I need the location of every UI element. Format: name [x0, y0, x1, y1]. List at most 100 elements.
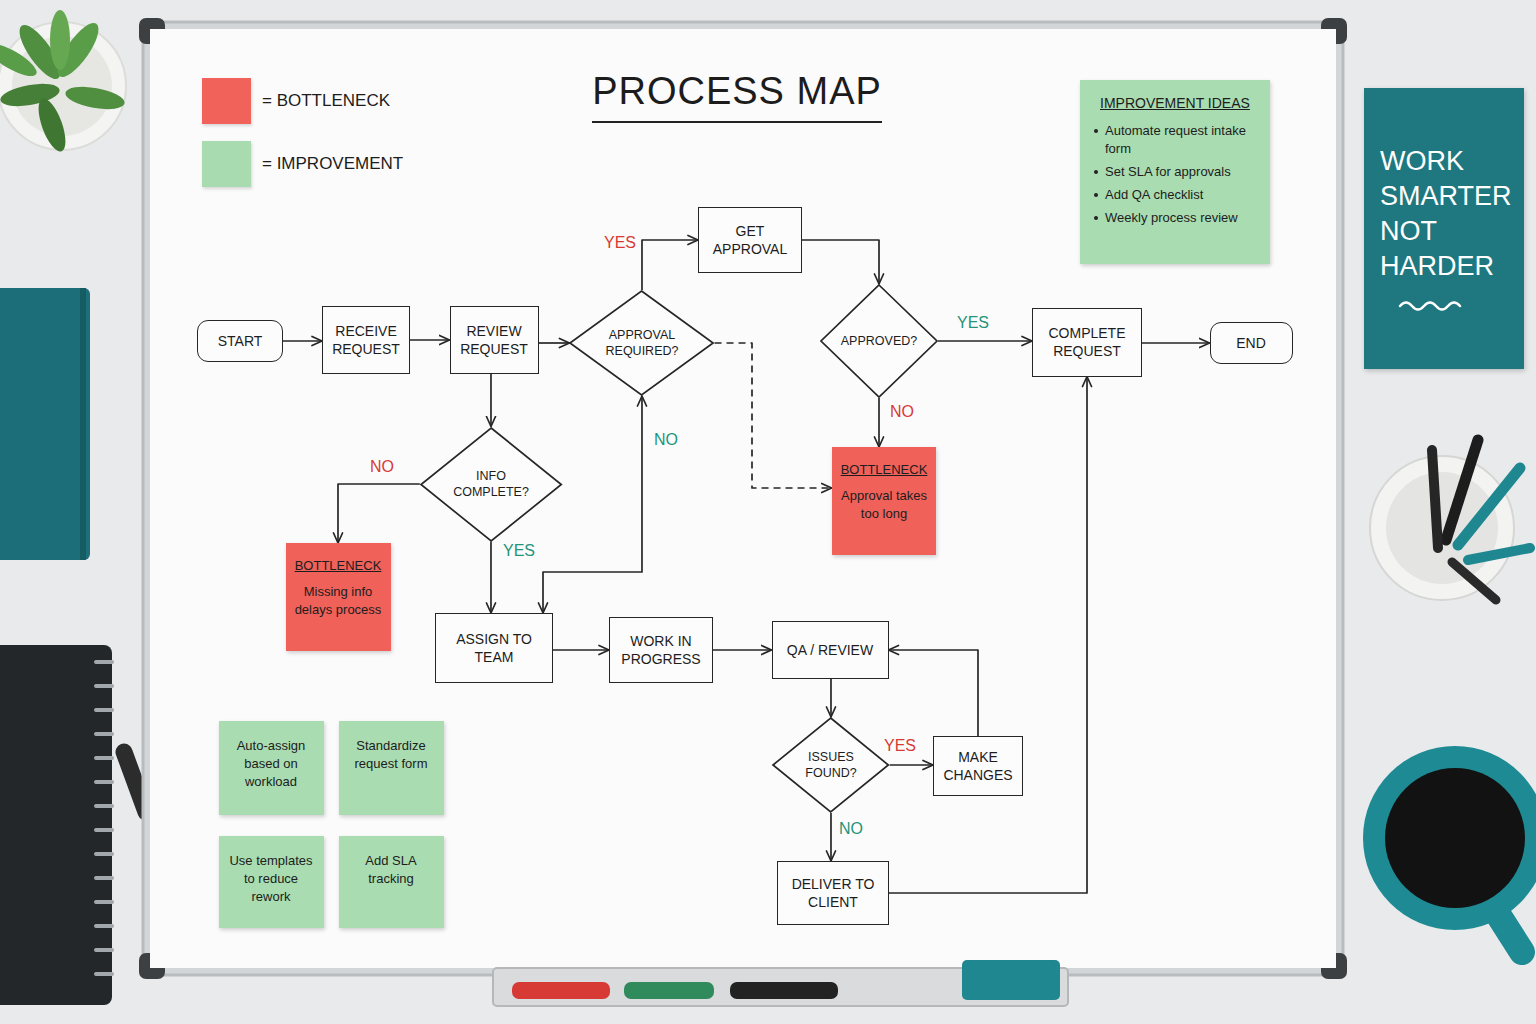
ideas-note: IMPROVEMENT IDEAS Automate request intake… [1080, 80, 1270, 264]
connector [802, 240, 879, 284]
notebook-band [80, 288, 86, 560]
note-body: Auto-assign based on workload [227, 737, 316, 792]
black-marker [730, 982, 838, 999]
connector [878, 398, 880, 447]
bullet-text: Set SLA for approvals [1105, 163, 1231, 181]
improvement-note: Auto-assign based on workload [219, 721, 324, 815]
edge-label: NO [368, 458, 396, 476]
diamond-outline [772, 717, 889, 813]
red-marker [512, 982, 610, 999]
pen-cup [1370, 456, 1514, 600]
board-frame [143, 22, 1343, 975]
connector [539, 342, 570, 344]
improvement-note: Add SLA tracking [339, 836, 444, 928]
node-label: MAKE CHANGES [942, 748, 1014, 784]
connector [338, 484, 420, 543]
bottleneck-note: BOTTLENECK Approval takes too long [832, 447, 937, 555]
legend-row: = BOTTLENECK [202, 78, 390, 124]
legend-swatch [202, 141, 251, 187]
diamond-outline [420, 427, 562, 542]
note-heading: IMPROVEMENT IDEAS [1100, 94, 1250, 114]
node-label: APPROVAL REQUIRED? [606, 327, 679, 360]
node-label: RECEIVE REQUEST [331, 322, 401, 358]
board-surface [150, 29, 1336, 968]
page-title: PROCESS MAP [592, 70, 882, 123]
connector [543, 396, 642, 613]
connector [889, 650, 979, 736]
legend-row: = IMPROVEMENT [202, 141, 403, 187]
bullet-item: Add QA checklist [1094, 186, 1258, 204]
terminal-box: END [1210, 322, 1293, 364]
bullet-dot [1094, 170, 1098, 174]
connector [553, 649, 609, 651]
edge-label: NO [837, 820, 865, 838]
connector [890, 764, 933, 766]
terminal-box: START [197, 320, 283, 362]
plant-leaf [0, 38, 41, 82]
note-body: Approval takes too long [840, 487, 929, 523]
decision-diamond: APPROVED? [820, 284, 938, 398]
note-body: Standardize request form [347, 737, 436, 773]
connector [713, 649, 772, 651]
process-box: DELIVER TO CLIENT [777, 861, 889, 925]
diamond-shape [821, 285, 937, 397]
note-heading: BOTTLENECK [841, 461, 928, 479]
process-box: WORK IN PROGRESS [609, 617, 713, 683]
node-label: WORK IN PROGRESS [618, 632, 704, 668]
improvement-note: Standardize request form [339, 721, 444, 815]
eraser [962, 960, 1060, 1000]
title-block: PROCESS MAP [437, 70, 1037, 123]
spiral-rings [96, 662, 112, 974]
connector [490, 542, 492, 614]
pen [1458, 468, 1520, 545]
connector [410, 339, 450, 341]
bullet-text: Automate request intake form [1105, 122, 1258, 158]
motto-card: WORK SMARTER NOT HARDER [1364, 88, 1524, 369]
node-label: INFO COMPLETE? [453, 468, 529, 501]
process-box: GET APPROVAL [698, 207, 802, 273]
plant-leaf [64, 83, 127, 113]
connector [642, 240, 698, 290]
process-box: ASSIGN TO TEAM [435, 613, 553, 683]
node-label: DELIVER TO CLIENT [786, 875, 880, 911]
legend-text: = IMPROVEMENT [262, 154, 403, 174]
process-box: REVIEW REQUEST [450, 306, 539, 374]
decision-diamond: INFO COMPLETE? [420, 427, 562, 542]
bullet-item: Weekly process review [1094, 209, 1258, 227]
process-box: QA / REVIEW [772, 621, 889, 679]
edge-label: YES [882, 737, 918, 755]
node-label: REVIEW REQUEST [459, 322, 530, 358]
bullet-item: Automate request intake form [1094, 122, 1258, 158]
node-label: ASSIGN TO TEAM [444, 630, 544, 666]
connector [1142, 342, 1210, 344]
bullet-item: Set SLA for approvals [1094, 163, 1258, 181]
connector [830, 679, 832, 717]
node-label: QA / REVIEW [787, 641, 873, 659]
diamond-shape [570, 291, 713, 395]
edge-label: NO [652, 431, 680, 449]
edge-label: NO [888, 403, 916, 421]
note-body: Add SLA tracking [347, 852, 436, 888]
green-marker [624, 982, 714, 999]
process-box: MAKE CHANGES [933, 736, 1023, 796]
node-label: APPROVED? [841, 333, 917, 349]
diamond-shape [421, 428, 561, 541]
coffee [1385, 768, 1525, 908]
bottleneck-note: BOTTLENECKMissing info delays process [286, 543, 391, 651]
process-box: COMPLETE REQUEST [1032, 308, 1142, 377]
bullet-text: Weekly process review [1105, 209, 1238, 227]
bullet-dot [1094, 193, 1098, 197]
node-label: END [1236, 334, 1266, 352]
note-body: Use templates to reduce rework [227, 852, 316, 907]
decision-diamond: APPROVAL REQUIRED? [569, 290, 714, 396]
connector [830, 813, 832, 861]
edge-label: YES [602, 234, 638, 252]
motto-text: WORK SMARTER NOT HARDER [1380, 144, 1514, 284]
squiggle [1400, 303, 1460, 310]
pen [1468, 548, 1530, 560]
node-label: ISSUES FOUND? [805, 749, 856, 782]
spiral-notebook [0, 645, 112, 1005]
notebook [0, 288, 90, 560]
mug [1363, 746, 1536, 930]
